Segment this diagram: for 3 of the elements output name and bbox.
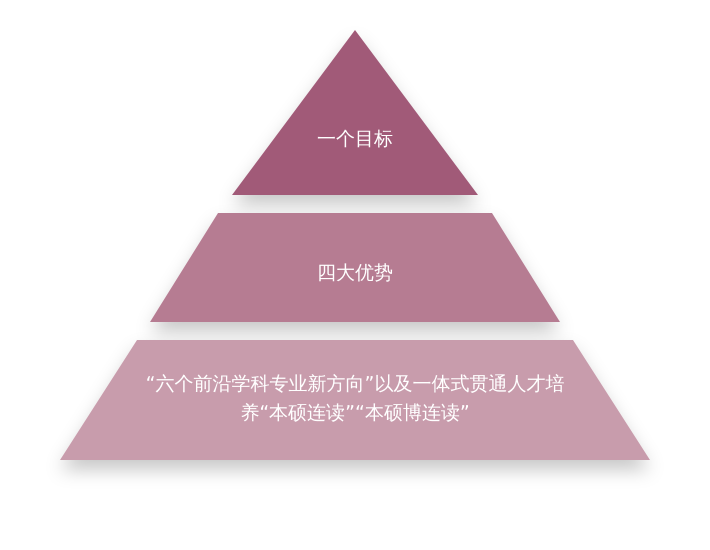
tier-label: 一个目标 bbox=[316, 127, 394, 152]
tier-label: “六个前沿学科专业新方向”以及一体式贯通人才培养“本硕连读”“本硕博连读” bbox=[144, 372, 566, 426]
tier-label: 四大优势 bbox=[316, 261, 394, 286]
